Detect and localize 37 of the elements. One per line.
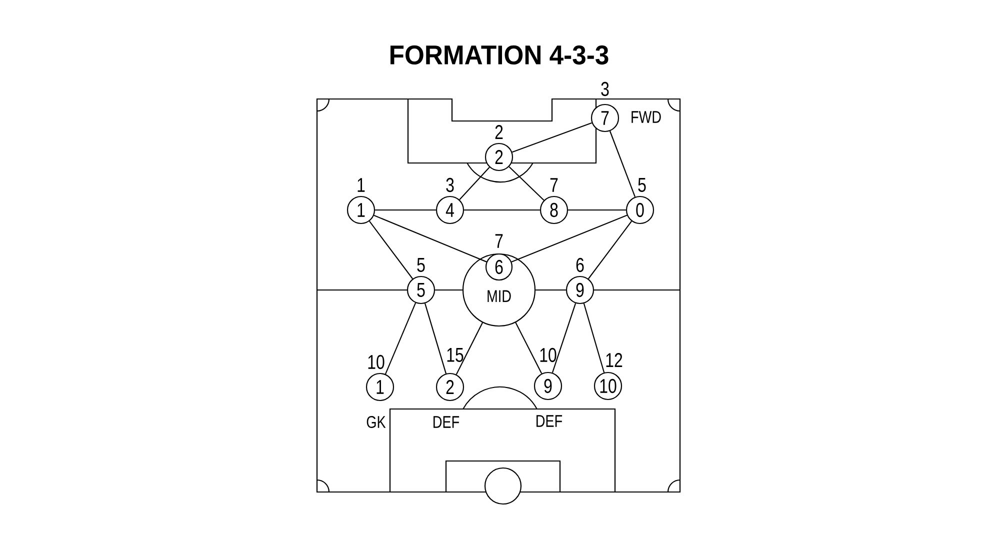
number-label: 12 [606, 353, 622, 367]
number-label: 6 [576, 258, 584, 272]
link-line [609, 130, 636, 198]
link-line [464, 209, 540, 211]
link-line [583, 303, 605, 373]
title: FORMATION 4-3-3 [390, 45, 608, 65]
link-line [374, 214, 487, 262]
number-label: 10 [540, 348, 556, 362]
number-label: 1 [358, 178, 365, 192]
number-label: 7 [550, 178, 558, 192]
number-label: 7 [495, 234, 503, 248]
link-line [375, 209, 436, 211]
number-label: 3 [446, 178, 454, 192]
link-line [384, 302, 416, 374]
link-line [508, 166, 544, 201]
number-label: 15 [447, 348, 464, 362]
number-label: 10 [368, 354, 384, 370]
number-label: 3 [601, 82, 609, 96]
link-line [459, 166, 490, 200]
position-label: GK [366, 416, 386, 428]
link-line [424, 303, 447, 374]
link-line [456, 322, 484, 375]
link-line [552, 303, 576, 373]
link-line [536, 289, 566, 291]
number-label: 5 [638, 178, 646, 192]
position-label: FWD [632, 111, 661, 123]
number-label: 2 [495, 125, 503, 139]
link-line [512, 122, 592, 153]
position-label: DEF [434, 416, 460, 428]
link-line [515, 322, 542, 374]
link-line [511, 214, 628, 262]
link-line [588, 220, 632, 280]
link-line [369, 220, 414, 280]
position-label: DEF [536, 415, 562, 427]
link-line [435, 289, 462, 291]
link-line [568, 209, 626, 211]
number-label: 5 [417, 258, 425, 272]
